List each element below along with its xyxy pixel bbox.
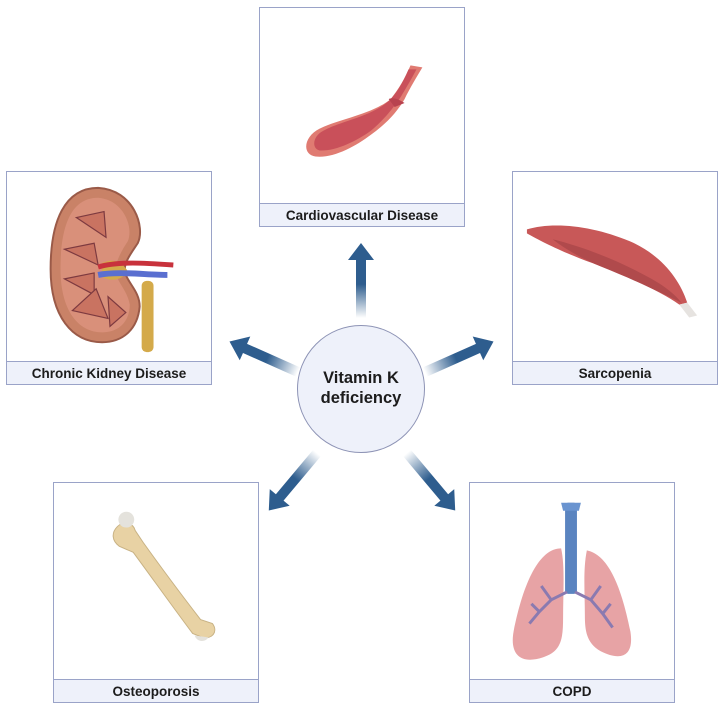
panel-copd: COPD — [469, 482, 675, 703]
panel-label: Osteoporosis — [54, 679, 258, 702]
kidney-icon — [7, 172, 211, 362]
panel-label: Cardiovascular Disease — [260, 203, 464, 226]
center-title-line1: Vitamin K — [323, 369, 399, 388]
femur-bone-icon — [54, 483, 258, 680]
arrow-to-copd — [403, 449, 456, 511]
center-title-line2: deficiency — [320, 389, 402, 407]
panel-label: COPD — [470, 679, 674, 702]
panel-label: Sarcopenia — [513, 361, 717, 384]
lungs-icon — [470, 483, 674, 680]
arrow-to-cardiovascular — [348, 243, 374, 318]
panel-chronic-kidney-disease: Chronic Kidney Disease — [6, 171, 212, 385]
panel-osteoporosis: Osteoporosis — [53, 482, 259, 703]
panel-cardiovascular-disease: Cardiovascular Disease — [259, 7, 465, 227]
panel-sarcopenia: Sarcopenia — [512, 171, 718, 385]
center-node-vitamin-k-deficiency: Vitamin K deficiency — [297, 325, 425, 453]
panel-label: Chronic Kidney Disease — [7, 361, 211, 384]
blood-vessel-icon — [260, 8, 464, 204]
arrow-to-sarcopenia — [422, 336, 494, 377]
muscle-icon — [513, 172, 717, 362]
arrow-to-chronic-kidney-disease — [229, 336, 301, 377]
arrow-to-osteoporosis — [268, 449, 321, 511]
